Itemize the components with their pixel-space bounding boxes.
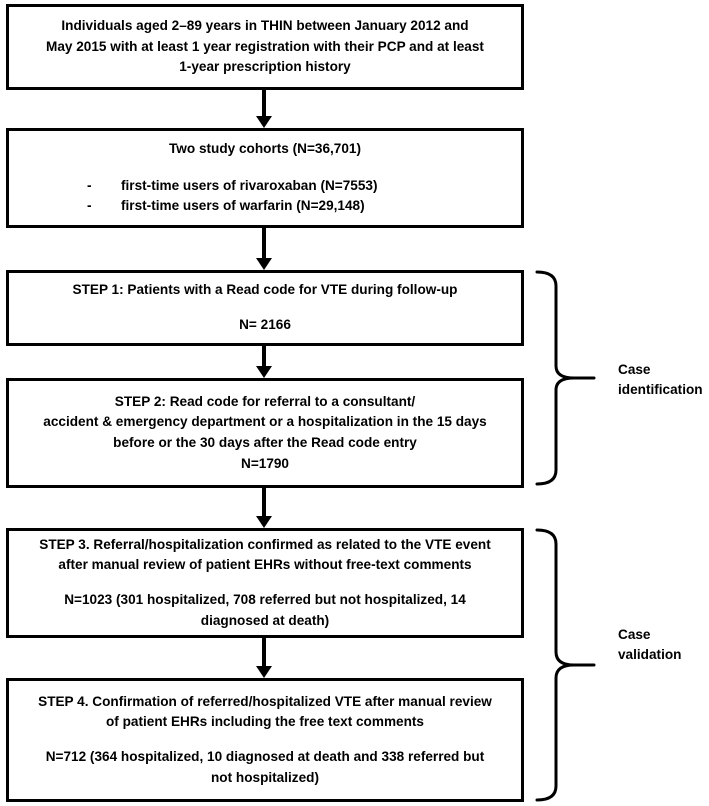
box-count-line: not hospitalized) — [211, 769, 319, 785]
box-count-line: diagnosed at death) — [200, 612, 330, 628]
box-count-line: N=1790 — [241, 455, 289, 471]
box-text-line: accident & emergency department or a hos… — [43, 414, 487, 430]
arrow-step1-to-step2 — [256, 346, 272, 378]
flow-box-step-1: STEP 1: Patients with a Read code for VT… — [6, 270, 524, 346]
arrow-step2-to-step3 — [256, 488, 272, 528]
box-text-line: STEP 2: Read code for referral to a cons… — [114, 393, 416, 409]
flow-box-step-3: STEP 3. Referral/hospitalization confirm… — [6, 528, 524, 638]
arrow-stem — [262, 346, 266, 366]
arrow-source-to-cohorts — [256, 90, 272, 128]
arrow-stem — [262, 228, 266, 258]
arrow-stem — [262, 638, 266, 666]
bullet-list: - first-time users of rivaroxaban (N=755… — [19, 176, 511, 217]
bullet-text: first-time users of rivaroxaban (N=7553) — [121, 177, 378, 193]
flow-box-study-cohorts: Two study cohorts (N=36,701) - first-tim… — [6, 128, 524, 228]
brace-case-validation — [535, 528, 596, 802]
brace-label-case-identification: Case identification — [618, 360, 703, 401]
arrow-stem — [262, 90, 266, 116]
box-count-line: N=1023 (301 hospitalized, 708 referred b… — [64, 592, 466, 607]
arrow-head — [256, 516, 272, 528]
box-text-line: after manual review of patient EHRs with… — [58, 557, 472, 573]
box-text-line: of patient EHRs including the free text … — [106, 714, 424, 730]
box-text-line: Individuals aged 2–89 years in THIN betw… — [61, 18, 469, 34]
box-text-line: May 2015 with at least 1 year registrati… — [46, 38, 484, 54]
arrow-head — [256, 366, 272, 378]
box-text-line: before or the 30 days after the Read cod… — [113, 435, 417, 450]
list-item: - first-time users of rivaroxaban (N=755… — [19, 176, 511, 197]
brace-label-line: identification — [618, 382, 703, 398]
brace-label-line: Case — [618, 362, 651, 377]
flow-box-step-2: STEP 2: Read code for referral to a cons… — [6, 378, 524, 488]
box-text-line: STEP 1: Patients with a Read code for VT… — [72, 282, 458, 298]
brace-case-identification — [535, 270, 596, 486]
box-heading: Two study cohorts (N=36,701) — [169, 141, 361, 157]
arrow-cohorts-to-step1 — [256, 228, 272, 270]
arrow-head — [256, 666, 272, 678]
arrow-stem — [262, 488, 266, 516]
brace-label-line: validation — [618, 647, 682, 663]
arrow-step3-to-step4 — [256, 638, 272, 678]
brace-label-case-validation: Case validation — [618, 625, 681, 666]
box-count-line: N= 2166 — [239, 317, 291, 332]
bullet-dash: - — [87, 177, 92, 193]
bullet-dash: - — [87, 198, 92, 214]
list-item: - first-time users of warfarin (N=29,148… — [19, 196, 511, 217]
box-text-line: STEP 3. Referral/hospitalization confirm… — [39, 536, 491, 552]
arrow-head — [256, 116, 272, 128]
flow-box-step-4: STEP 4. Confirmation of referred/hospita… — [6, 678, 524, 802]
box-text-line: 1-year prescription history — [179, 59, 351, 75]
brace-label-line: Case — [618, 627, 651, 642]
arrow-head — [256, 258, 272, 270]
box-count-line: N=712 (364 hospitalized, 10 diagnosed at… — [45, 749, 485, 764]
flow-box-source-population: Individuals aged 2–89 years in THIN betw… — [6, 4, 524, 90]
bullet-text: first-time users of warfarin (N=29,148) — [121, 198, 365, 214]
box-text-line: STEP 4. Confirmation of referred/hospita… — [38, 693, 492, 709]
